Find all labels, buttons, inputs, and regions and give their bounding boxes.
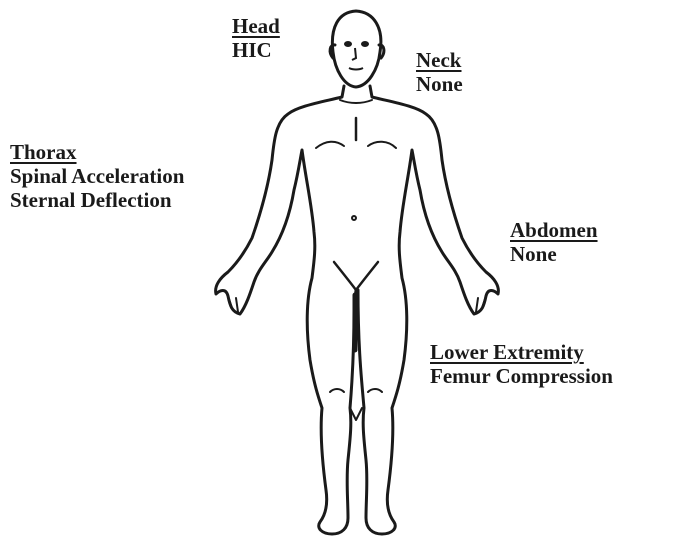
mouth — [349, 68, 363, 70]
nose — [352, 48, 356, 60]
label-abdomen-title: Abdomen — [510, 218, 598, 242]
label-neck-measure: None — [416, 72, 463, 96]
label-thorax-measure-2: Sternal Deflection — [10, 188, 184, 212]
label-lower-extremity-measure: Femur Compression — [430, 364, 613, 388]
label-lower-extremity-title: Lower Extremity — [430, 340, 613, 364]
label-head-title: Head — [232, 14, 280, 38]
label-abdomen: Abdomen None — [510, 218, 598, 266]
eye-right — [361, 41, 369, 47]
eye-left — [344, 41, 352, 47]
navel — [352, 216, 356, 220]
label-head: Head HIC — [232, 14, 280, 62]
knee-right — [368, 389, 382, 392]
label-lower-extremity: Lower Extremity Femur Compression — [430, 340, 613, 388]
clavicle-right — [368, 142, 396, 148]
head-outline — [332, 11, 380, 87]
label-thorax-title: Thorax — [10, 140, 184, 164]
label-thorax-measure-1: Spinal Acceleration — [10, 164, 184, 188]
label-neck: Neck None — [416, 48, 463, 96]
label-head-measure: HIC — [232, 38, 280, 62]
neck-mark — [340, 100, 372, 103]
label-abdomen-measure: None — [510, 242, 598, 266]
knee-left — [330, 389, 344, 392]
label-thorax: Thorax Spinal Acceleration Sternal Defle… — [10, 140, 184, 212]
clavicle-left — [316, 142, 344, 148]
groin-line — [334, 262, 378, 290]
label-neck-title: Neck — [416, 48, 463, 72]
